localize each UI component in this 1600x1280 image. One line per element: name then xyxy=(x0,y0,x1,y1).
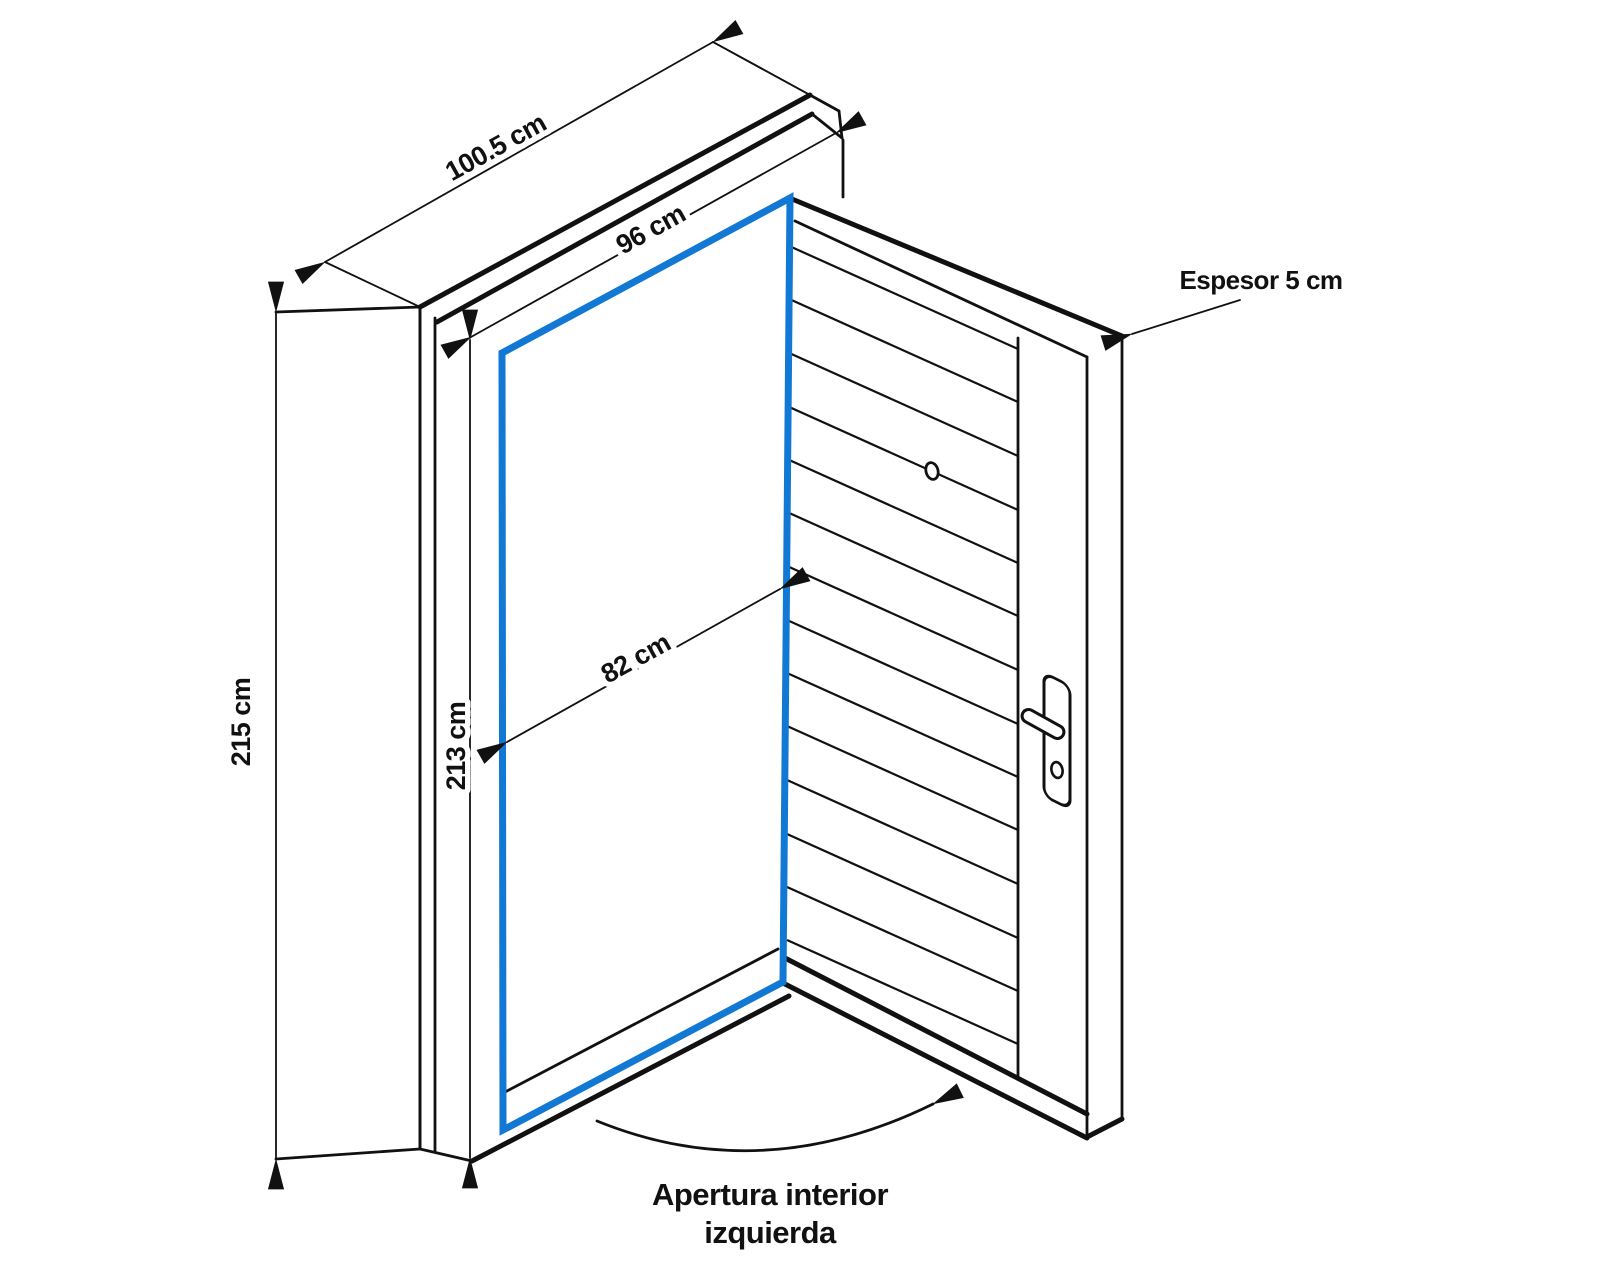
dim-outer-height: 215 cm xyxy=(221,281,285,1190)
dim-leaf-width-label: 82 cm xyxy=(596,627,675,689)
keyhole-icon xyxy=(1050,760,1064,780)
peephole-icon xyxy=(924,461,940,481)
dim-inner-height-label: 213 cm xyxy=(441,702,471,791)
frame-outline xyxy=(418,305,792,1164)
thickness-label: Espesor 5 cm xyxy=(1179,265,1342,295)
lever-handle-icon xyxy=(1020,708,1066,740)
thickness-callout: Espesor 5 cm xyxy=(1100,265,1343,351)
swing-arc xyxy=(595,1083,964,1153)
opening-direction: Apertura interior izquierda xyxy=(595,1083,964,1250)
dim-inner-height: 213 cm xyxy=(436,309,479,1189)
dim-outer-height-label: 215 cm xyxy=(226,678,256,767)
thickness-arrow xyxy=(1100,299,1241,351)
dim-inner-width-label: 96 cm xyxy=(611,198,690,260)
opening-direction-label-line1: Apertura interior xyxy=(652,1177,889,1212)
door-handle xyxy=(1020,674,1072,808)
opening-direction-label-line2: izquierda xyxy=(704,1215,837,1250)
dim-leaf-width: 82 cm xyxy=(476,567,811,764)
wall-panel xyxy=(274,305,422,1161)
door-leaf xyxy=(780,196,1125,1141)
header-beam xyxy=(324,41,845,325)
handle-plate xyxy=(1042,674,1072,808)
